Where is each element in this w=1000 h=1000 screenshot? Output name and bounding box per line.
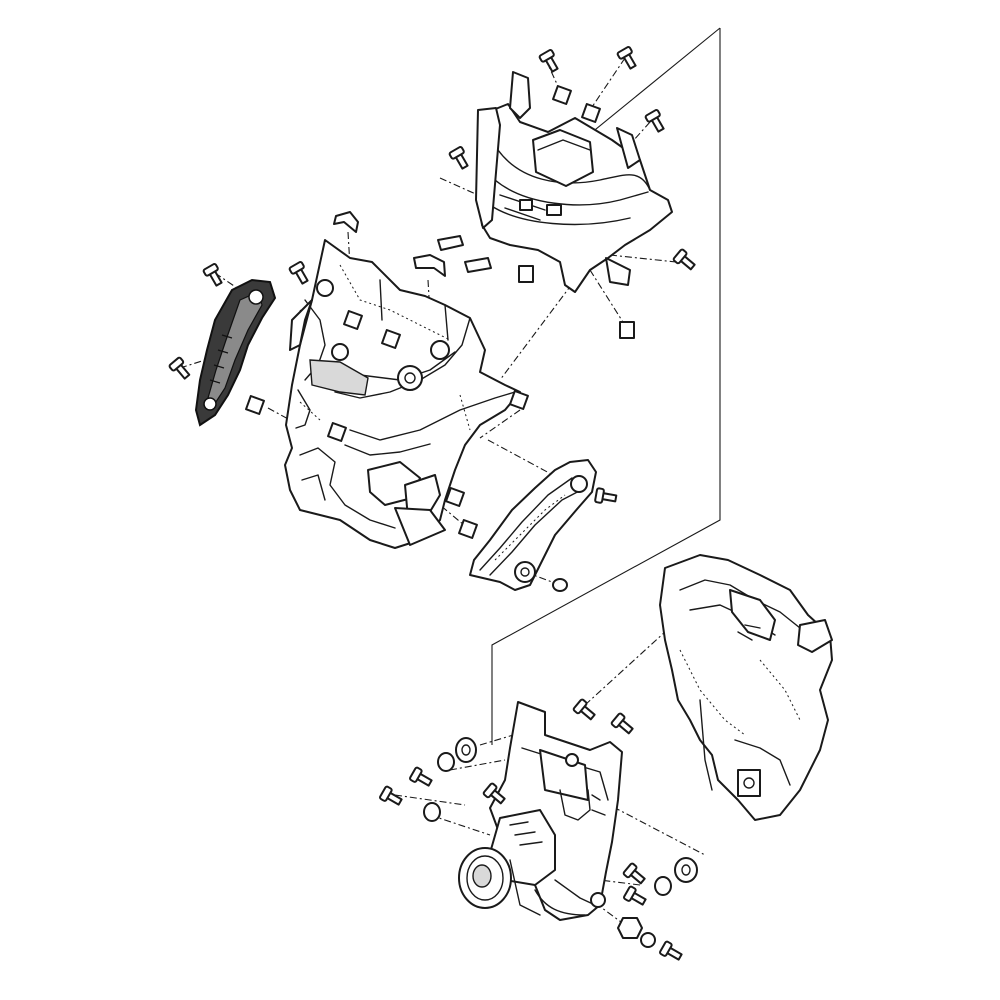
right-side-panel	[469, 459, 597, 591]
washer-icon	[617, 917, 643, 939]
clip-nut-icon	[552, 85, 572, 105]
inner-panel	[659, 554, 833, 821]
bolt-icon	[594, 487, 618, 504]
bolt-icon	[538, 49, 559, 73]
clip-nut-icon	[458, 519, 478, 539]
bolt-icon	[168, 356, 191, 380]
bolt-icon	[622, 862, 646, 885]
grommet-icon	[455, 737, 477, 763]
left-side-panel	[194, 278, 277, 427]
bolt-icon	[482, 782, 506, 805]
clip-nut-icon	[619, 321, 635, 339]
clip-nuts	[245, 85, 635, 539]
bolt-icon	[644, 109, 665, 133]
clip-nut-icon	[509, 390, 529, 410]
bolt-icon	[409, 766, 433, 787]
bolt-icon	[623, 885, 647, 906]
clip-nut-icon	[343, 310, 363, 330]
bolt-icon	[288, 261, 309, 285]
collar-icon	[437, 752, 455, 772]
grommets	[423, 578, 698, 948]
bolt-icon	[448, 146, 469, 170]
bolt-icon	[610, 712, 634, 735]
clip-nut-icon	[445, 487, 465, 507]
grommet-icon	[674, 857, 698, 883]
bolt-icon	[659, 940, 683, 961]
bolt-icon	[672, 248, 696, 271]
washer-icon	[640, 932, 656, 948]
clip-nut-icon	[381, 329, 401, 349]
screws	[168, 46, 696, 961]
trim-strips	[333, 211, 492, 277]
headlight-unit	[458, 701, 623, 921]
collar-icon	[423, 802, 441, 822]
clip-nut-icon	[245, 395, 265, 415]
upper-cowl-bracket	[475, 71, 673, 293]
front-cowl	[284, 239, 521, 549]
clip-nut-icon	[581, 103, 601, 123]
washer-icon	[552, 578, 568, 592]
bolt-icon	[379, 785, 403, 806]
bolt-icon	[202, 263, 223, 287]
bolt-icon	[616, 46, 637, 70]
clip-nut-icon	[518, 265, 534, 283]
collar-icon	[654, 876, 672, 896]
clip-nut-icon	[327, 422, 347, 442]
bolt-icon	[572, 698, 596, 721]
